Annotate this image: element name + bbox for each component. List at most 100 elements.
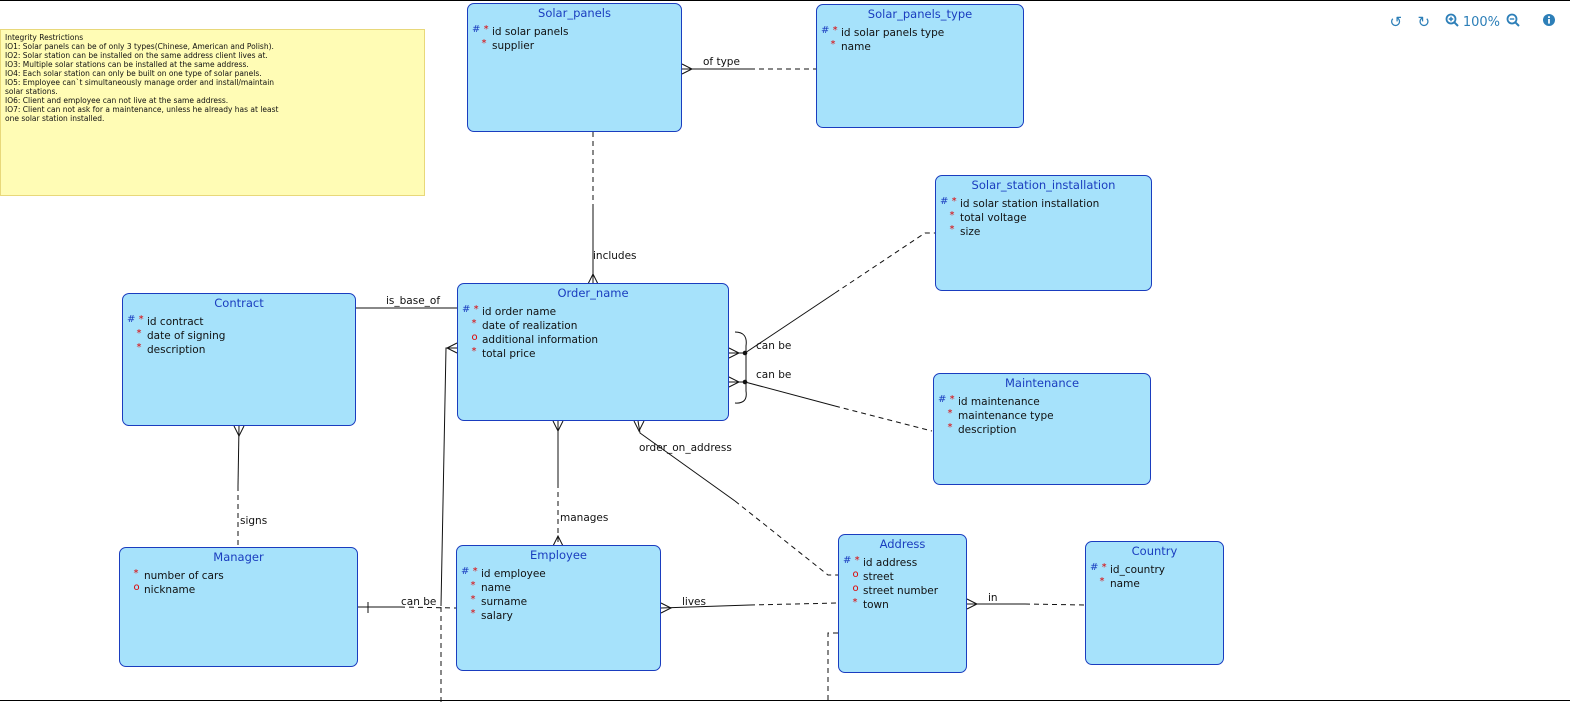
attribute-row[interactable]: *surname <box>457 594 660 609</box>
entity-title: Employee <box>530 548 587 562</box>
attribute-marker: # * <box>462 304 479 315</box>
info-icon[interactable] <box>1540 13 1558 31</box>
attribute-name: id maintenance <box>958 396 1040 408</box>
attribute-row[interactable]: * date of realization <box>458 318 728 333</box>
attribute-row[interactable]: # *id solar panels type <box>817 25 1023 40</box>
attribute-marker: * <box>1099 576 1105 587</box>
entity-solar-panels-type[interactable]: Solar_panels_type# *id solar panels type… <box>816 4 1024 128</box>
note-line: IO4: Each solar station can only be buil… <box>5 69 262 78</box>
attribute-marker: * <box>471 318 477 329</box>
rel-label-of-type: of type <box>703 56 740 68</box>
note-line: IO6: Client and employee can not live at… <box>5 96 229 105</box>
attribute-marker: * <box>947 408 953 419</box>
attribute-row[interactable]: * name <box>817 39 1023 54</box>
attribute-row[interactable]: *date of signing <box>123 328 355 343</box>
attribute-name: town <box>863 599 889 611</box>
attribute-marker: # * <box>938 394 955 405</box>
entity-maintenance[interactable]: Maintenance# *id maintenance *maintenanc… <box>933 373 1151 485</box>
attribute-name: name <box>1110 578 1140 590</box>
attribute-name: id order name <box>482 306 557 318</box>
attribute-row[interactable]: *supplier <box>468 38 681 53</box>
entity-employee[interactable]: Employee# *id employee *name *surname *s… <box>456 545 661 671</box>
attribute-row[interactable]: # *id order name <box>458 304 728 319</box>
attribute-marker: * <box>830 39 836 50</box>
attribute-marker: * <box>470 608 476 619</box>
attribute-marker: o <box>133 582 140 593</box>
attribute-name: name <box>841 41 871 53</box>
attribute-row[interactable]: * description <box>123 342 355 357</box>
attribute-row[interactable]: # *id employee <box>457 566 660 581</box>
rel-label-can-be-employee: can be <box>401 596 437 608</box>
entity-solar-station-installation[interactable]: Solar_station_installation # *id solar st… <box>935 175 1152 291</box>
entity-title: Manager <box>213 550 264 564</box>
attribute-list: # *id employee *name *surname *salary <box>457 566 660 623</box>
note-line: IO3: Multiple solar stations can be inst… <box>5 60 249 69</box>
entity-contract[interactable]: Contract# *id contract *date of signing … <box>122 293 356 426</box>
attribute-list: # *id maintenance *maintenance type *des… <box>934 394 1150 437</box>
note-line: IO5: Employee can`t simultaneously manag… <box>5 78 275 87</box>
attribute-row[interactable]: # *id solar panels <box>468 24 681 39</box>
attribute-name: id_country <box>1110 564 1165 576</box>
attribute-row[interactable]: *size <box>936 224 1151 239</box>
attribute-name: description <box>958 424 1017 436</box>
attribute-name: street number <box>863 585 939 597</box>
attribute-name: name <box>481 582 511 594</box>
attribute-row[interactable]: *salary <box>457 608 660 623</box>
entity-solar-panels[interactable]: Solar_panels# *id solar panels *supplier <box>467 3 682 132</box>
attribute-row[interactable]: *total voltage <box>936 210 1151 225</box>
attribute-row[interactable]: *town <box>839 597 966 612</box>
attribute-row[interactable]: *maintenance type <box>934 408 1150 423</box>
attribute-marker: # * <box>472 24 489 35</box>
attribute-row[interactable]: *description <box>934 422 1150 437</box>
attribute-marker: # * <box>940 196 957 207</box>
zoom-out-icon[interactable] <box>1504 13 1522 31</box>
attribute-row[interactable]: # *id address <box>839 555 966 570</box>
note-line: Integrity Restrictions <box>5 33 84 42</box>
note-line: one solar station installed. <box>5 114 105 123</box>
attribute-name: total price <box>482 348 536 360</box>
zoom-in-icon[interactable] <box>1443 13 1461 31</box>
attribute-marker: * <box>481 38 487 49</box>
attribute-row[interactable]: *number of cars <box>120 568 357 583</box>
attribute-name: date of realization <box>482 320 578 332</box>
entity-order-name[interactable]: Order_name# *id order name *date of real… <box>457 283 729 421</box>
attribute-row[interactable]: # *id solar station installation <box>936 196 1151 211</box>
attribute-marker: # * <box>1090 562 1107 573</box>
attribute-marker: * <box>470 594 476 605</box>
attribute-name: id solar panels type <box>841 27 945 39</box>
attribute-marker: * <box>949 224 955 235</box>
entity-title: Address <box>879 537 926 551</box>
attribute-row[interactable]: * name <box>1086 576 1223 591</box>
attribute-name: id solar panels <box>492 26 569 38</box>
attribute-name: additional information <box>482 334 599 346</box>
entity-title: Solar_station_installation <box>971 178 1116 192</box>
undo-icon[interactable]: ↺ <box>1389 13 1403 31</box>
attribute-row[interactable]: # *id maintenance <box>934 394 1150 409</box>
attribute-marker: * <box>136 342 142 353</box>
attribute-row[interactable]: # *id contract <box>123 314 355 329</box>
attribute-list: # *id_country * name <box>1086 562 1223 591</box>
note-line: IO1: Solar panels can be of only 3 types… <box>5 42 274 51</box>
entity-country[interactable]: Country# *id_country *name <box>1085 541 1224 665</box>
attribute-row[interactable]: * total price <box>458 346 728 361</box>
attribute-row[interactable]: # *id_country <box>1086 562 1223 577</box>
attribute-marker: # * <box>843 555 860 566</box>
attribute-row[interactable]: *name <box>457 580 660 595</box>
attribute-name: description <box>147 344 206 356</box>
entity-title: Contract <box>214 296 264 310</box>
attribute-name: number of cars <box>144 570 224 582</box>
redo-icon[interactable]: ↻ <box>1417 13 1431 31</box>
attribute-marker: * <box>471 346 477 357</box>
zoom-level: 100% <box>1462 14 1500 30</box>
attribute-name: id contract <box>147 316 204 328</box>
